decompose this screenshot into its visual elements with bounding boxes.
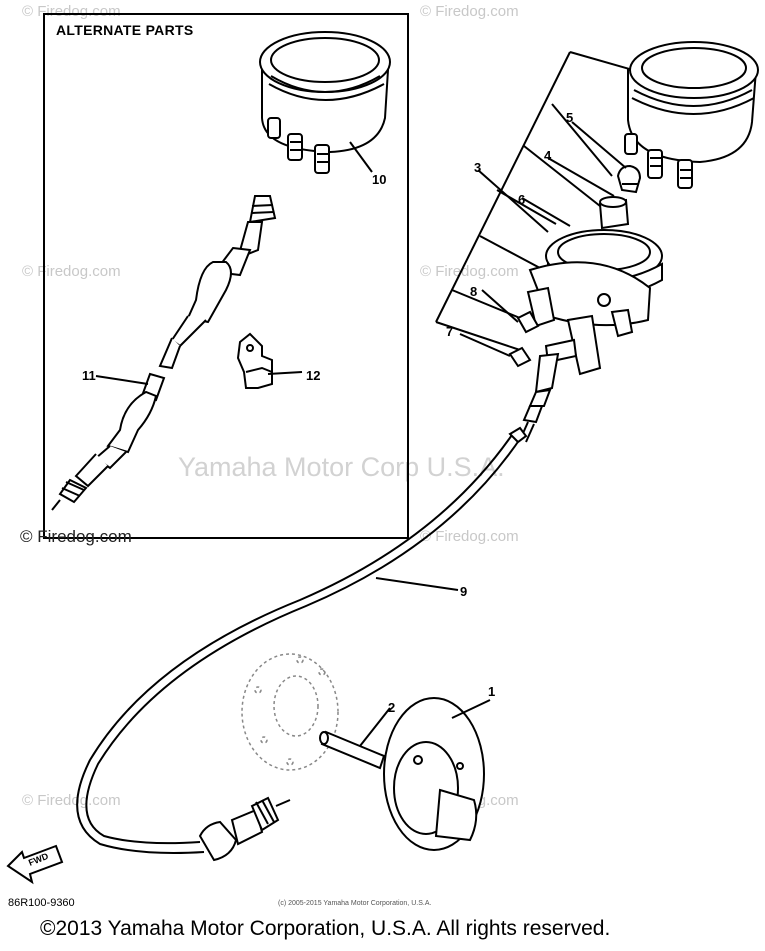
copyright-notice: ©2013 Yamaha Motor Corporation, U.S.A. A… [40, 917, 611, 940]
watermark-firedog-3: © Firedog.com [22, 263, 121, 280]
watermark-yamaha: Yamaha Motor Corp U.S.A. [178, 452, 505, 482]
callout-1: 1 [488, 684, 495, 699]
watermark-firedog-2: © Firedog.com [420, 3, 519, 20]
small-copyright: (c) 2005-2015 Yamaha Motor Corporation, … [278, 900, 432, 907]
part-8-grommet [516, 310, 540, 334]
cable-upper-end [519, 338, 578, 443]
figure-code: 86R100-9360 [8, 897, 75, 909]
callout-8: 8 [470, 284, 477, 299]
callout-5: 5 [566, 110, 573, 125]
meter-assembly [624, 41, 759, 189]
callout-11: 11 [82, 368, 96, 383]
callout-3: 3 [474, 160, 481, 175]
callout-2: 2 [388, 700, 395, 715]
watermark-firedog-4: © Firedog.com [420, 263, 519, 280]
callout-6: 6 [518, 192, 525, 207]
callout-12: 12 [306, 368, 320, 383]
cable-lower-end [198, 796, 291, 862]
alternate-parts-frame [43, 13, 409, 539]
watermark-firedog-1: © Firedog.com [22, 3, 121, 20]
firedog-label: © Firedog.com [20, 527, 132, 546]
part-12-clamp [236, 332, 273, 389]
fwd-arrow: FWD [6, 844, 64, 885]
part-9-cable [76, 426, 528, 854]
callout-10: 10 [372, 172, 386, 187]
part-5-bulb [616, 164, 642, 194]
alternate-parts-title: ALTERNATE PARTS [56, 22, 194, 38]
part-7-nut [508, 346, 532, 368]
part-4-socket [598, 196, 630, 230]
watermark-firedog-6: © Firedog.com [22, 792, 121, 809]
callout-leaders [95, 121, 627, 747]
watermark-firedog-5: © Firedog.com [420, 528, 519, 545]
part-2-shaft [319, 730, 386, 770]
callout-labels: 1 2 3 4 5 6 7 8 9 10 11 12 [82, 110, 573, 715]
callout-4: 4 [544, 148, 552, 163]
part-11-cable-alternate [51, 195, 277, 511]
part-1-gear-unit [383, 697, 485, 851]
part-10-meter-alternate [259, 31, 391, 174]
callout-7: 7 [446, 324, 453, 339]
hub-background [241, 653, 339, 771]
part-3-bracket [526, 261, 652, 376]
callout-9: 9 [460, 584, 467, 599]
